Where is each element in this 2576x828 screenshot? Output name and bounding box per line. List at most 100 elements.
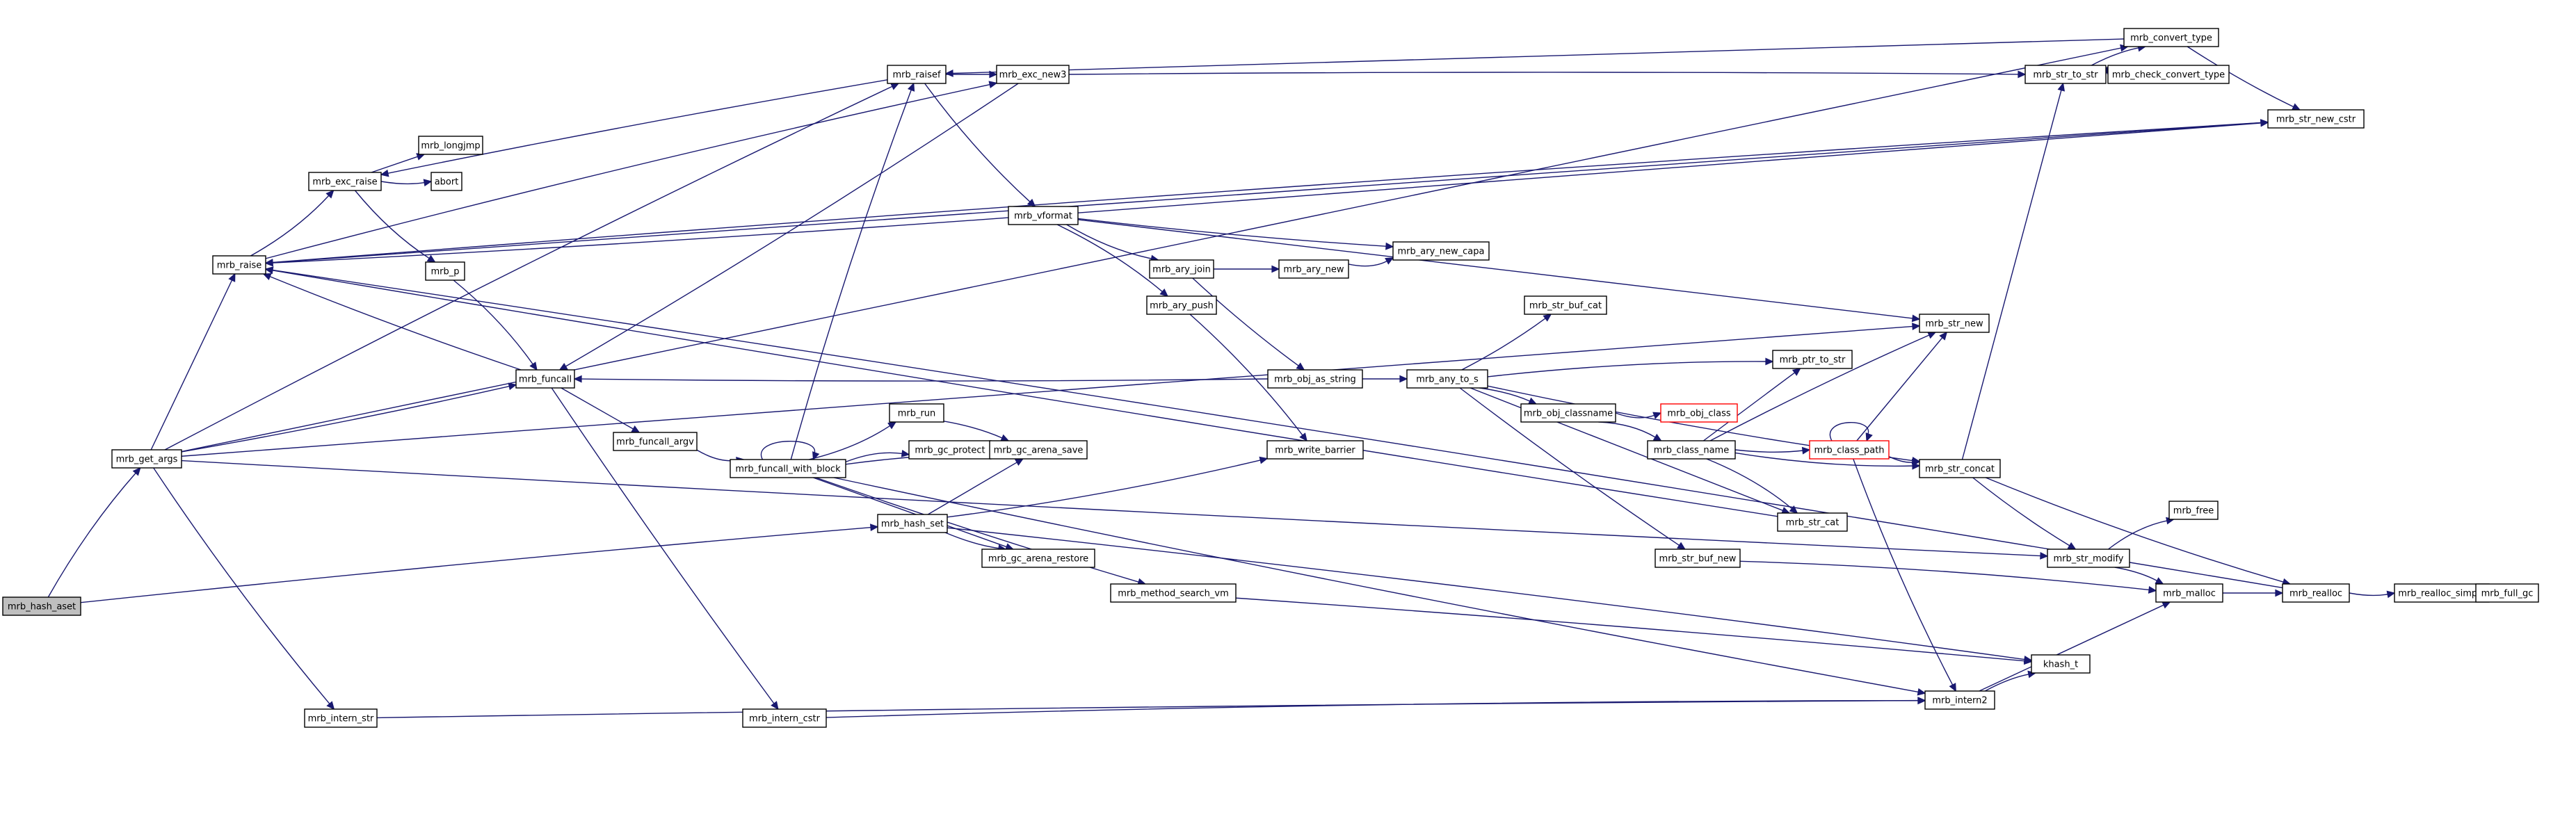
node-mrb-class-name[interactable]: mrb_class_name xyxy=(1647,440,1736,460)
node-box xyxy=(2168,501,2219,520)
node-mrb-str-concat[interactable]: mrb_str_concat xyxy=(1919,459,2001,478)
node-box xyxy=(1008,206,1079,225)
node-mrb-realloc-simple[interactable]: mrb_realloc_simple xyxy=(2394,583,2490,603)
node-mrb-intern2[interactable]: mrb_intern2 xyxy=(1924,690,1995,710)
node-mrb-gc-protect[interactable]: mrb_gc_protect xyxy=(908,440,992,460)
edge-mrb-str-new-cstr-to-mrb-raise xyxy=(264,122,2269,266)
node-mrb-convert-type[interactable]: mrb_convert_type xyxy=(2123,28,2219,47)
node-mrb-hash-aset[interactable]: mrb_hash_aset xyxy=(2,596,81,616)
edge-mrb-get-args-to-mrb-raise xyxy=(150,273,236,450)
node-mrb-funcall-argv[interactable]: mrb_funcall_argv xyxy=(613,432,698,451)
node-mrb-p[interactable]: mrb_p xyxy=(425,261,465,281)
edge-mrb-any-to-s-to-mrb-str-buf-new xyxy=(1459,387,1687,550)
node-box xyxy=(515,369,575,389)
edge-mrb-obj-as-string-to-mrb-funcall xyxy=(573,375,1269,383)
edge-mrb-funcall-with-block-to-mrb-gc-protect xyxy=(845,449,910,463)
node-mrb-ary-join[interactable]: mrb_ary_join xyxy=(1149,259,1214,279)
node-mrb-longjmp[interactable]: mrb_longjmp xyxy=(418,136,483,155)
node-mrb-ptr-to-str[interactable]: mrb_ptr_to_str xyxy=(1772,350,1853,369)
node-mrb-any-to-s[interactable]: mrb_any_to_s xyxy=(1406,369,1488,389)
node-mrb-check-convert-type[interactable]: mrb_check_convert_type xyxy=(2107,65,2230,84)
node-mrb-str-to-str[interactable]: mrb_str_to_str xyxy=(2024,65,2107,84)
node-mrb-class-path[interactable]: mrb_class_path xyxy=(1809,440,1890,460)
node-label: mrb_gc_arena_restore xyxy=(988,554,1088,565)
edge-mrb-any-to-s-to-mrb-obj-classname xyxy=(1479,387,1538,405)
edge-mrb-class-name-to-mrb-ptr-to-str xyxy=(1702,368,1801,441)
node-mrb-method-search-vm[interactable]: mrb_method_search_vm xyxy=(1110,583,1237,603)
node-label: mrb_str_new xyxy=(1925,319,1983,330)
edge-mrb-get-args-to-mrb-funcall xyxy=(181,382,517,453)
node-mrb-get-args[interactable]: mrb_get_args xyxy=(111,449,182,469)
node-mrb-str-new[interactable]: mrb_str_new xyxy=(1919,314,1990,333)
edge-mrb-obj-classname-to-mrb-class-name xyxy=(1598,421,1662,441)
node-mrb-intern-cstr[interactable]: mrb_intern_cstr xyxy=(742,708,827,728)
node-mrb-ary-new-capa[interactable]: mrb_ary_new_capa xyxy=(1392,241,1490,261)
node-box xyxy=(2155,583,2223,603)
node-box xyxy=(1278,259,1349,279)
node-label: mrb_funcall_with_block xyxy=(735,464,841,475)
node-mrb-raise[interactable]: mrb_raise xyxy=(212,255,266,275)
node-box xyxy=(1772,350,1853,369)
node-mrb-write-barrier[interactable]: mrb_write_barrier xyxy=(1266,440,1364,460)
node-mrb-gc-arena-save[interactable]: mrb_gc_arena_save xyxy=(989,440,1088,460)
edge-mrb-class-path-to-mrb-class-path xyxy=(1829,422,1873,442)
node-box xyxy=(730,459,846,478)
node-label: khash_t xyxy=(2043,660,2078,670)
edge-mrb-exc-new3-to-mrb-str-to-str xyxy=(1068,70,2027,79)
node-mrb-malloc[interactable]: mrb_malloc xyxy=(2155,583,2223,603)
node-mrb-realloc[interactable]: mrb_realloc xyxy=(2282,583,2350,603)
edge-mrb-method-search-vm-to-kh-hash-t xyxy=(1235,597,2033,665)
node-mrb-funcall[interactable]: mrb_funcall xyxy=(515,369,575,389)
edge-mrb-vformat-to-mrb-str-new xyxy=(1077,219,1921,323)
node-mrb-vformat[interactable]: mrb_vformat xyxy=(1008,206,1079,225)
node-label: mrb_ptr_to_str xyxy=(1780,355,1846,366)
node-mrb-hash-set[interactable]: mrb_hash_set xyxy=(877,514,948,533)
node-mrb-str-modify[interactable]: mrb_str_modify xyxy=(2047,549,2130,568)
edge-mrb-funcall-to-mrb-intern-cstr xyxy=(551,387,779,711)
node-mrb-str-new-cstr[interactable]: mrb_str_new_cstr xyxy=(2267,109,2365,129)
node-box xyxy=(111,449,182,469)
node-kh-hash-t[interactable]: khash_t xyxy=(2031,654,2091,674)
node-label: mrb_ary_join xyxy=(1152,265,1211,275)
node-mrb-raisef[interactable]: mrb_raisef xyxy=(887,65,947,84)
node-mrb-run[interactable]: mrb_run xyxy=(889,403,944,423)
node-box xyxy=(1520,403,1616,423)
edge-mrb-ary-join-to-mrb-obj-as-string xyxy=(1192,277,1305,371)
node-label: mrb_realloc_simple xyxy=(2398,589,2486,599)
node-mrb-full-gc[interactable]: mrb_full_gc xyxy=(2475,583,2539,603)
node-mrb-str-buf-cat[interactable]: mrb_str_buf_cat xyxy=(1524,295,1607,315)
edge-mrb-intern2-to-mrb-malloc xyxy=(1979,601,2171,692)
node-mrb-str-buf-new[interactable]: mrb_str_buf_new xyxy=(1655,549,1741,568)
edge-mrb-intern2-to-kh-hash-t xyxy=(1984,670,2037,692)
node-box xyxy=(1149,259,1214,279)
node-box xyxy=(2394,583,2490,603)
node-mrb-intern-str[interactable]: mrb_intern_str xyxy=(304,708,378,728)
node-label: mrb_raise xyxy=(217,261,261,271)
node-box xyxy=(2,596,81,616)
node-mrb-exc-new3[interactable]: mrb_exc_new3 xyxy=(996,65,1070,84)
edge-mrb-any-to-s-to-mrb-ptr-to-str xyxy=(1487,357,1774,378)
node-mrb-obj-as-string[interactable]: mrb_obj_as_string xyxy=(1267,369,1363,389)
edge-mrb-funcall-with-block-to-mrb-gc-arena-restore xyxy=(813,477,1015,551)
node-mrb-free[interactable]: mrb_free xyxy=(2168,501,2219,520)
node-label: mrb_exc_raise xyxy=(312,177,377,188)
node-label: mrb_class_name xyxy=(1654,446,1729,456)
node-mrb-obj-classname[interactable]: mrb_obj_classname xyxy=(1520,403,1616,423)
node-box xyxy=(1809,440,1890,460)
node-box xyxy=(430,172,462,191)
node-label: mrb_run xyxy=(898,409,936,419)
edge-mrb-get-args-to-mrb-str-new xyxy=(181,323,1921,457)
node-mrb-exc-raise[interactable]: mrb_exc_raise xyxy=(308,172,382,191)
call-edges xyxy=(47,38,2490,719)
node-label: mrb_intern_str xyxy=(308,714,374,724)
node-mrb-obj-class[interactable]: mrb_obj_class xyxy=(1660,403,1738,423)
node-abort[interactable]: abort xyxy=(430,172,462,191)
node-mrb-ary-new[interactable]: mrb_ary_new xyxy=(1278,259,1349,279)
node-mrb-funcall-with-block[interactable]: mrb_funcall_with_block xyxy=(730,459,846,478)
node-label: mrb_obj_class xyxy=(1667,409,1731,419)
node-mrb-str-cat[interactable]: mrb_str_cat xyxy=(1777,512,1848,532)
edge-mrb-funcall-with-block-to-mrb-raisef xyxy=(790,82,915,460)
node-mrb-gc-arena-restore[interactable]: mrb_gc_arena_restore xyxy=(981,549,1095,568)
node-mrb-ary-push[interactable]: mrb_ary_push xyxy=(1146,295,1217,315)
